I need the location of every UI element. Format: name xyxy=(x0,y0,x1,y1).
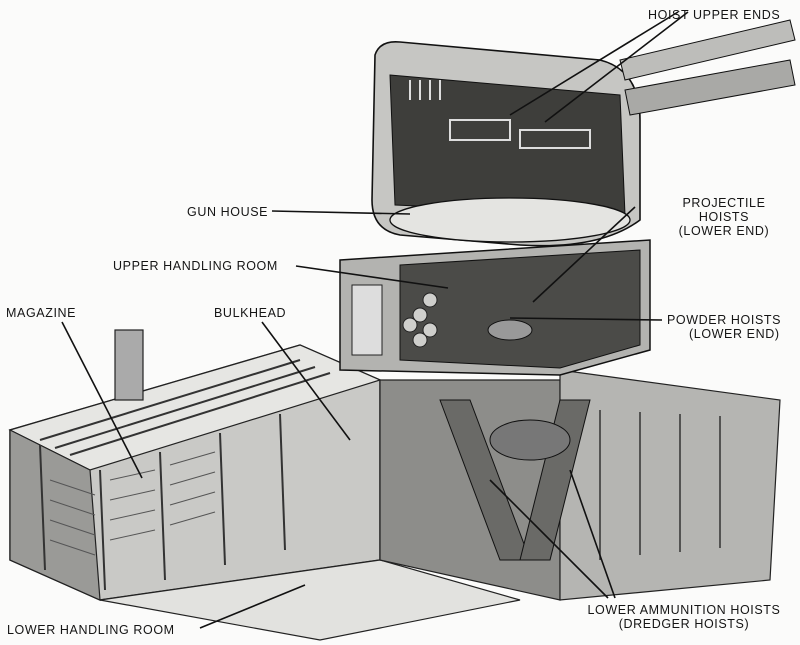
gun-house-structure xyxy=(371,19,796,247)
label-gun-house: GUN HOUSE xyxy=(187,205,269,219)
label-lower-ammunition-hoists-line2: (DREDGER HOISTS) xyxy=(618,617,750,631)
label-projectile-hoists-line3: (LOWER END) xyxy=(678,224,770,238)
label-bulkhead: BULKHEAD xyxy=(214,306,287,320)
label-powder-hoists-line2: (LOWER END) xyxy=(689,327,780,341)
label-upper-handling-room: UPPER HANDLING ROOM xyxy=(113,259,278,273)
label-powder-hoists: POWDER HOISTS (LOWER END) xyxy=(667,313,781,341)
label-projectile-hoists: PROJECTILE HOISTS (LOWER END) xyxy=(650,196,798,238)
label-projectile-hoists-line2: HOISTS xyxy=(698,210,750,224)
upper-handling-room-structure xyxy=(339,239,651,376)
label-magazine: MAGAZINE xyxy=(6,306,77,320)
label-lower-ammunition-hoists-line1: LOWER AMMUNITION HOISTS xyxy=(587,603,781,617)
label-hoist-upper-ends: HOIST UPPER ENDS xyxy=(648,8,781,22)
lower-ammunition-hoists xyxy=(439,399,591,561)
leader-lines xyxy=(61,11,689,629)
label-projectile-hoists-line1: PROJECTILE xyxy=(682,196,766,210)
label-lower-ammunition-hoists: LOWER AMMUNITION HOISTS (DREDGER HOISTS) xyxy=(570,603,798,631)
magazine-structure xyxy=(8,329,382,601)
lower-handling-room-floor xyxy=(99,369,781,641)
label-lower-handling-room: LOWER HANDLING ROOM xyxy=(7,623,175,637)
label-powder-hoists-line1: POWDER HOISTS xyxy=(667,313,782,327)
